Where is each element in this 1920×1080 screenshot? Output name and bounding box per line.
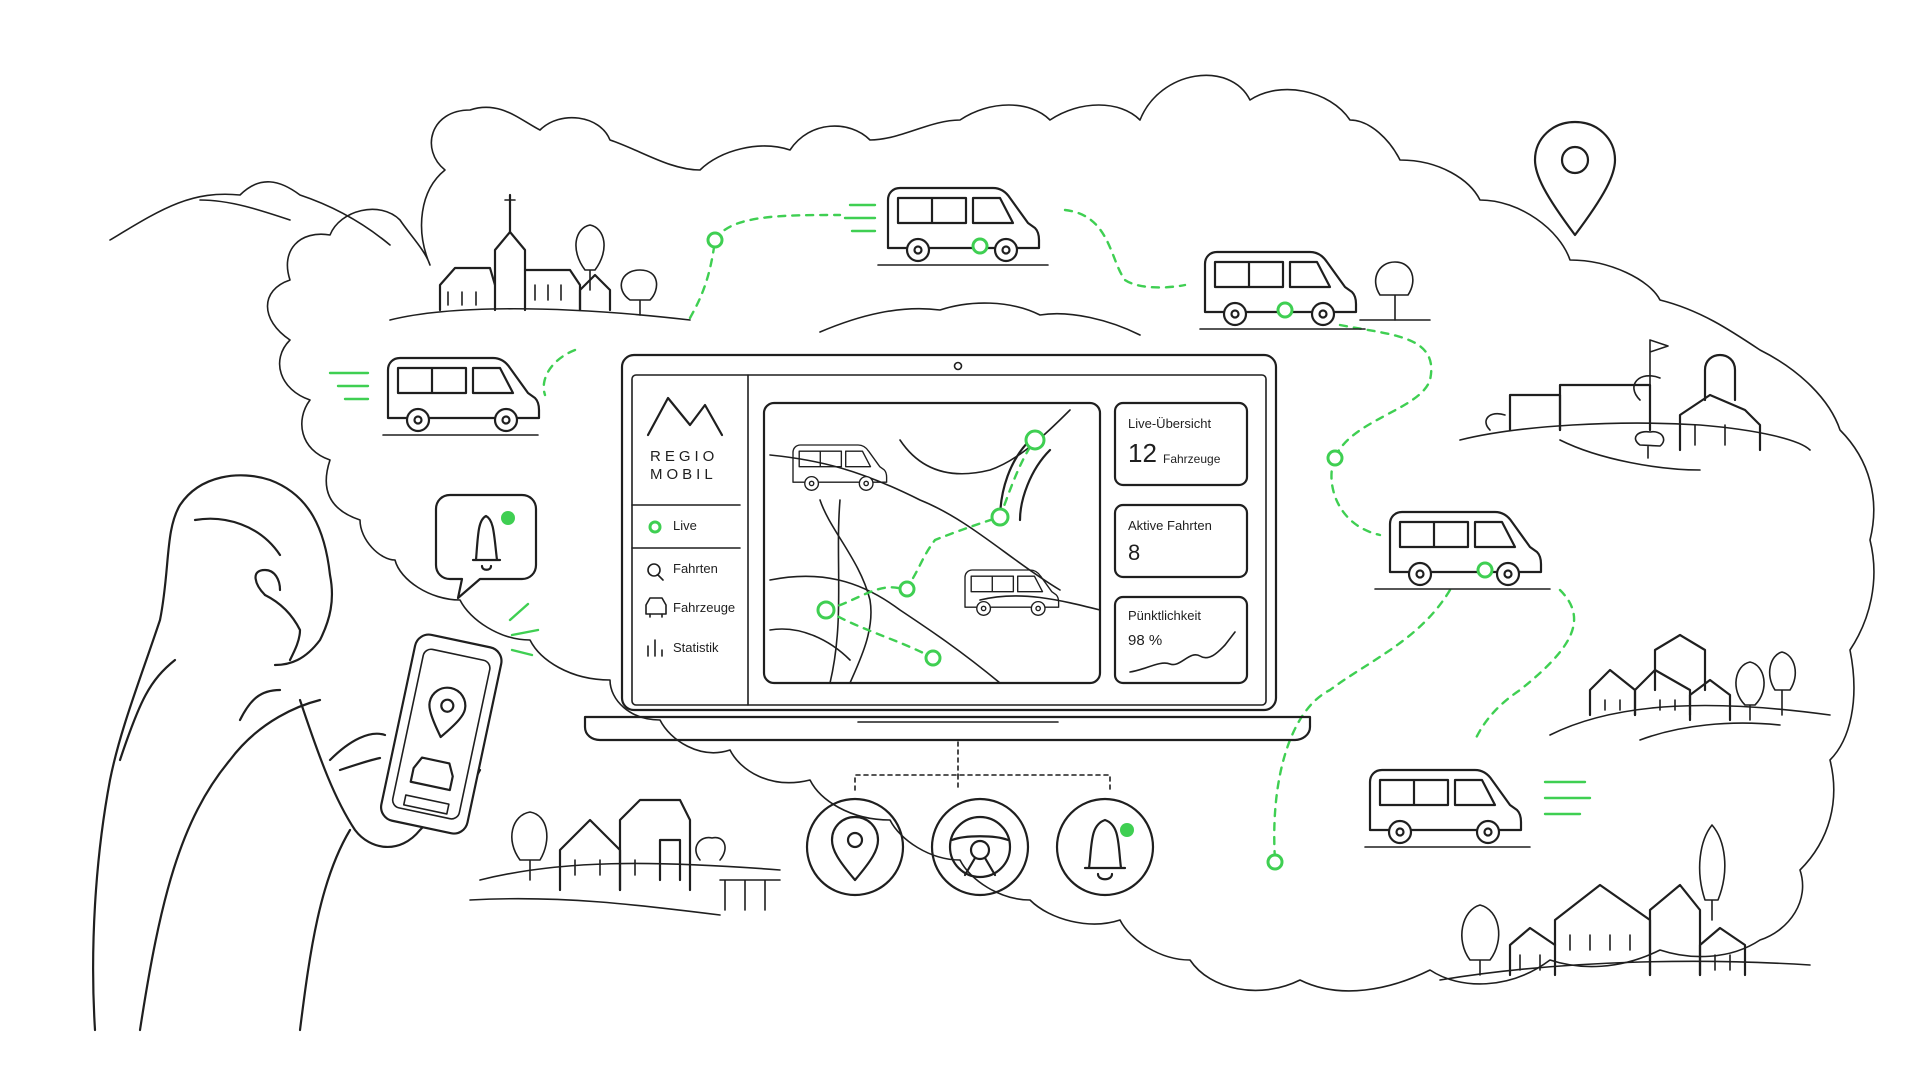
brand-line-2: MOBIL xyxy=(650,466,717,483)
card-active-value: 8 xyxy=(1128,540,1141,565)
hills-center xyxy=(819,302,1141,336)
sidebar-item-statistik[interactable]: Statistik xyxy=(673,640,719,655)
church-village xyxy=(389,193,691,321)
sidebar-item-live[interactable]: Live xyxy=(673,518,697,533)
village-bottom-right xyxy=(1439,824,1811,981)
hills-top-left xyxy=(109,181,391,246)
van-right-middle xyxy=(1374,510,1551,590)
van-left xyxy=(382,356,541,436)
card-live-unit: Fahrzeuge xyxy=(1163,452,1221,466)
van-right-top xyxy=(1199,250,1366,330)
van-top-center xyxy=(877,186,1049,266)
brand-line-1: REGIO xyxy=(650,448,719,465)
van-right-bottom xyxy=(1364,768,1531,848)
region-outline xyxy=(266,74,1875,992)
map-panel xyxy=(762,401,1102,685)
bar-chart-icon xyxy=(647,639,663,657)
card-punctuality-title: Pünktlichkeit xyxy=(1128,608,1201,623)
card-live-title: Live-Übersicht xyxy=(1128,416,1212,431)
village-bottom-left xyxy=(469,798,781,916)
trips-icon xyxy=(647,563,664,581)
notification-bubble xyxy=(434,493,538,600)
laptop xyxy=(583,353,1312,742)
logo-mark xyxy=(646,396,724,437)
card-live-value: 12 xyxy=(1128,438,1157,468)
sidebar-item-fahrzeuge[interactable]: Fahrzeuge xyxy=(673,600,736,615)
live-dot-icon xyxy=(648,520,662,534)
map-pin-icon xyxy=(1533,120,1617,237)
card-punctuality-value: 98 % xyxy=(1128,632,1163,649)
farm xyxy=(1459,339,1811,471)
sidebar-item-fahrten[interactable]: Fahrten xyxy=(673,561,718,576)
bell-icon xyxy=(1055,797,1155,897)
car-icon xyxy=(645,597,667,618)
card-active-frame xyxy=(1113,503,1249,579)
person-with-phone xyxy=(92,474,540,1032)
village-right xyxy=(1549,633,1831,741)
card-active-title: Aktive Fahrten xyxy=(1128,518,1212,533)
card-live-frame xyxy=(1113,401,1249,487)
map-van-2 xyxy=(964,569,1060,616)
punctuality-sparkline xyxy=(1129,631,1236,673)
route-path xyxy=(688,238,717,320)
steering-wheel-icon xyxy=(930,797,1030,897)
card-punctuality-frame xyxy=(1113,595,1249,685)
location-pin-icon xyxy=(805,797,905,897)
